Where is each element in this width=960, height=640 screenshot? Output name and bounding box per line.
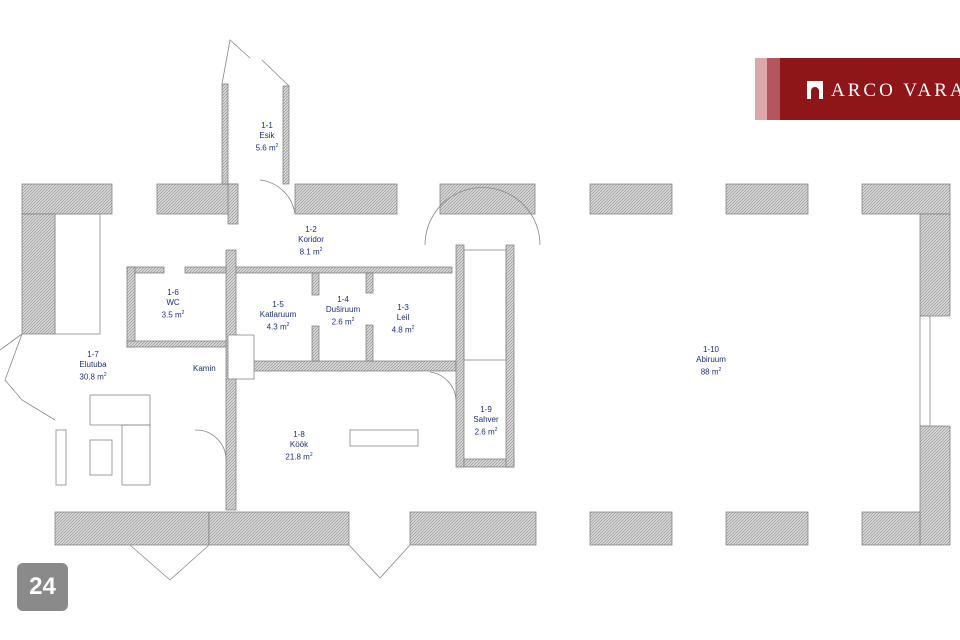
brand-logo: ARCO VARA — [755, 58, 960, 120]
page-number-badge: 24 — [17, 563, 68, 611]
brand-name: ARCO VARA — [831, 80, 960, 101]
outline-lines — [0, 39, 931, 581]
walls — [21, 83, 951, 546]
arch-icon — [807, 81, 823, 99]
kamin-label: Kamin — [193, 364, 216, 373]
